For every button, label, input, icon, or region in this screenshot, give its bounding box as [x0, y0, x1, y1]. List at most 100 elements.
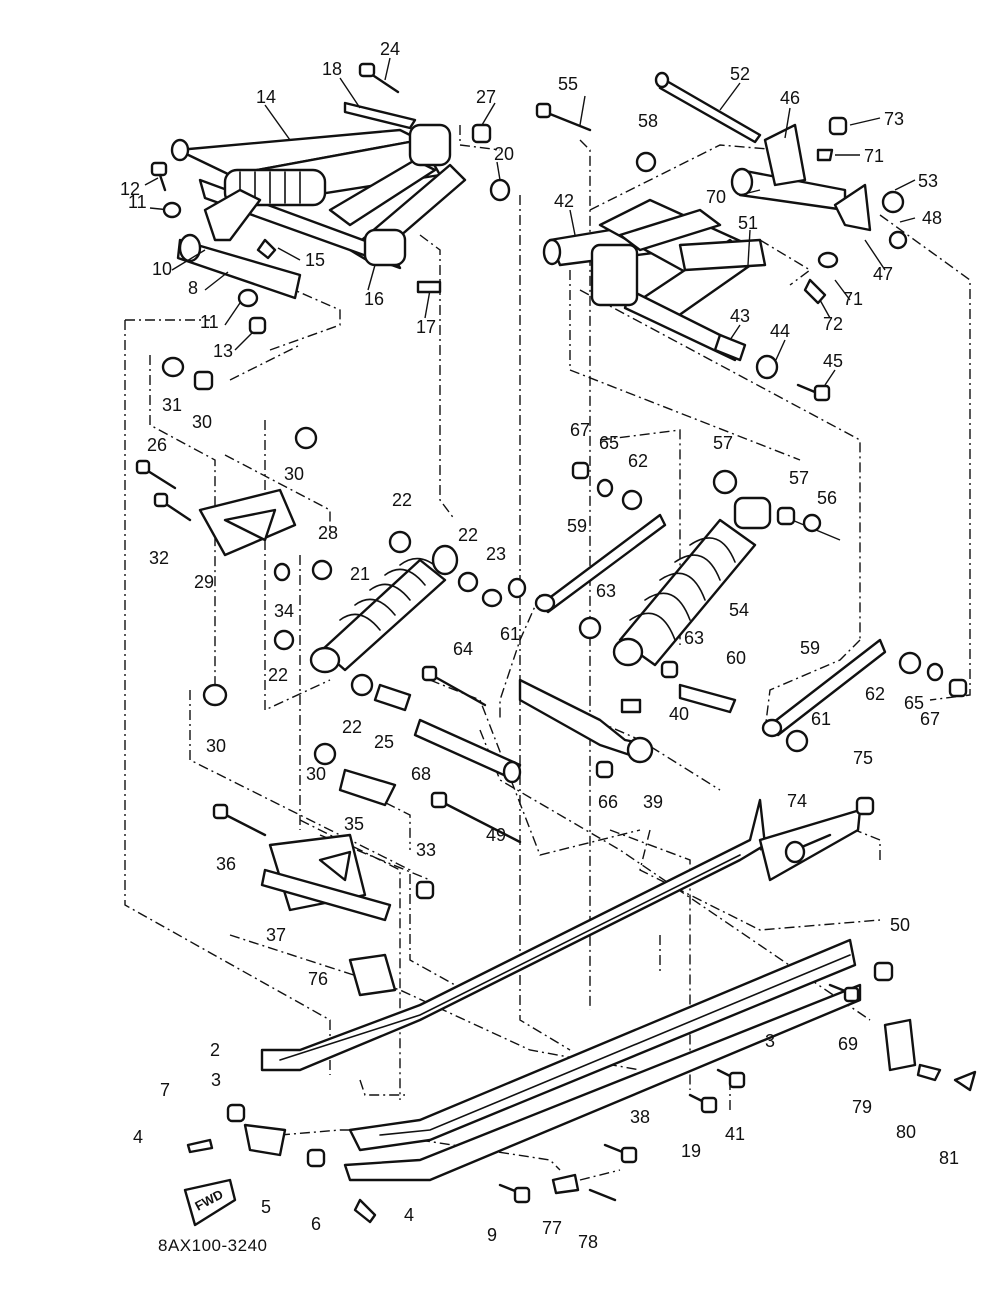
callout-label: 22 — [392, 490, 412, 510]
rear-shock-absorber — [612, 496, 772, 667]
slide-rails — [260, 798, 862, 1182]
callout-label: 44 — [770, 321, 790, 341]
callout-label: 26 — [147, 435, 167, 455]
callout-label: 42 — [554, 191, 574, 211]
callout-label: 17 — [416, 317, 436, 337]
callout-label: 61 — [500, 624, 520, 644]
callout-label: 52 — [730, 64, 750, 84]
callout-label: 23 — [486, 544, 506, 564]
callout-label: 36 — [216, 854, 236, 874]
callout-label: 27 — [476, 87, 496, 107]
callout-label: 3 — [765, 1031, 775, 1051]
callout-label: 76 — [308, 969, 328, 989]
callout-label: 28 — [318, 523, 338, 543]
callout-label: 30 — [306, 764, 326, 784]
callout-label: 67 — [570, 420, 590, 440]
callout-label: 54 — [729, 600, 749, 620]
callout-label: 6 — [311, 1214, 321, 1234]
callout-label: 55 — [558, 74, 578, 94]
callout-label: 74 — [787, 791, 807, 811]
callout-label: 9 — [487, 1225, 497, 1245]
callout-label: 45 — [823, 351, 843, 371]
callout-label: 7 — [160, 1080, 170, 1100]
callout-label: 62 — [628, 451, 648, 471]
callout-label: 60 — [726, 648, 746, 668]
callout-label: 14 — [256, 87, 276, 107]
callout-label: 20 — [494, 144, 514, 164]
callout-label: 30 — [284, 464, 304, 484]
callout-label: 22 — [268, 665, 288, 685]
front-shock-absorber — [309, 544, 459, 674]
callout-label: 77 — [542, 1218, 562, 1238]
callout-label: 34 — [274, 601, 294, 621]
callout-label: 13 — [213, 341, 233, 361]
callout-label: 2 — [210, 1040, 220, 1060]
callout-label: 51 — [738, 213, 758, 233]
callout-label: 63 — [596, 581, 616, 601]
callout-label: 43 — [730, 306, 750, 326]
rear-arm-assembly — [542, 71, 872, 362]
callout-label: 50 — [890, 915, 910, 935]
callout-label: 22 — [342, 717, 362, 737]
callout-label: 31 — [162, 395, 182, 415]
callout-label: 73 — [884, 109, 904, 129]
callout-label: 39 — [643, 792, 663, 812]
callout-label: 61 — [811, 709, 831, 729]
callout-label: 81 — [939, 1148, 959, 1168]
callout-label: 35 — [344, 814, 364, 834]
front-arm-assembly — [170, 101, 467, 300]
callout-label: 37 — [266, 925, 286, 945]
callout-label: 79 — [852, 1097, 872, 1117]
callout-label: 15 — [305, 250, 325, 270]
callout-label: 33 — [416, 840, 436, 860]
callout-label: 25 — [374, 732, 394, 752]
callout-label: 71 — [864, 146, 884, 166]
callout-label: 16 — [364, 289, 384, 309]
callout-label: 64 — [453, 639, 473, 659]
callout-label: 8 — [188, 278, 198, 298]
callout-label: 19 — [681, 1141, 701, 1161]
callout-label: 80 — [896, 1122, 916, 1142]
callout-label: 68 — [411, 764, 431, 784]
callout-label: 21 — [350, 564, 370, 584]
callout-label: 59 — [800, 638, 820, 658]
callout-label: 65 — [904, 693, 924, 713]
callout-label: 57 — [789, 468, 809, 488]
callout-label: 38 — [630, 1107, 650, 1127]
drawing-code: 8AX100-3240 — [158, 1236, 268, 1255]
callout-label: 78 — [578, 1232, 598, 1252]
callout-label: 32 — [149, 548, 169, 568]
callout-label: 62 — [865, 684, 885, 704]
callout-label: 49 — [486, 825, 506, 845]
callout-label: 4 — [133, 1127, 143, 1147]
callout-label: 65 — [599, 433, 619, 453]
callout-label: 3 — [211, 1070, 221, 1090]
callout-label: 57 — [713, 433, 733, 453]
callout-label: 30 — [206, 736, 226, 756]
callout-label: 12 — [120, 179, 140, 199]
callout-label: 11 — [200, 312, 219, 332]
callout-label: 10 — [152, 259, 172, 279]
callout-label: 63 — [684, 628, 704, 648]
callout-label: 70 — [706, 187, 726, 207]
callout-label: 22 — [458, 525, 478, 545]
callout-label: 67 — [920, 709, 940, 729]
callout-label: 53 — [918, 171, 938, 191]
callout-label: 58 — [638, 111, 658, 131]
callout-label: 69 — [838, 1034, 858, 1054]
fasteners — [135, 62, 977, 1224]
callout-numbers: 24 18 14 27 20 12 11 10 15 8 16 17 11 13… — [120, 39, 959, 1252]
callout-label: 59 — [567, 516, 587, 536]
callout-label: 40 — [669, 704, 689, 724]
callout-label: 56 — [817, 488, 837, 508]
brackets-and-small-parts: FWD — [183, 488, 917, 1227]
callout-label: 66 — [598, 792, 618, 812]
callout-label: 75 — [853, 748, 873, 768]
callout-label: 46 — [780, 88, 800, 108]
callout-label: 41 — [725, 1124, 745, 1144]
callout-label: 18 — [322, 59, 342, 79]
leader-lines — [144, 57, 916, 541]
callout-label: 72 — [823, 314, 843, 334]
callout-label: 4 — [404, 1205, 414, 1225]
